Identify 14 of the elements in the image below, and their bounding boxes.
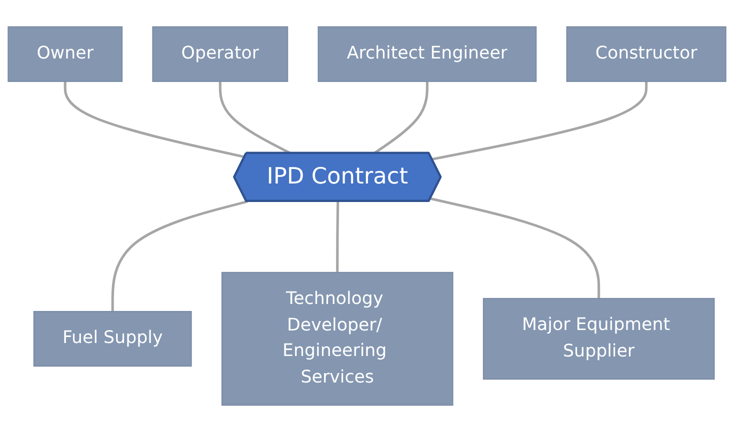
node-box: Major Equipment Supplier bbox=[482, 298, 715, 380]
connector bbox=[430, 197, 600, 298]
connector bbox=[218, 81, 292, 155]
node-box: Fuel Supply bbox=[33, 310, 192, 367]
connector bbox=[432, 81, 648, 160]
connector bbox=[373, 81, 428, 154]
connector bbox=[111, 200, 248, 312]
connector bbox=[336, 201, 340, 272]
node-box: Operator bbox=[152, 26, 288, 82]
node-box: Technology Developer/ Engineering Services bbox=[221, 272, 454, 406]
node-box: Architect Engineer bbox=[318, 26, 537, 82]
node-box: Owner bbox=[8, 26, 123, 82]
node-box: Constructor bbox=[566, 26, 726, 82]
connector bbox=[64, 81, 246, 158]
